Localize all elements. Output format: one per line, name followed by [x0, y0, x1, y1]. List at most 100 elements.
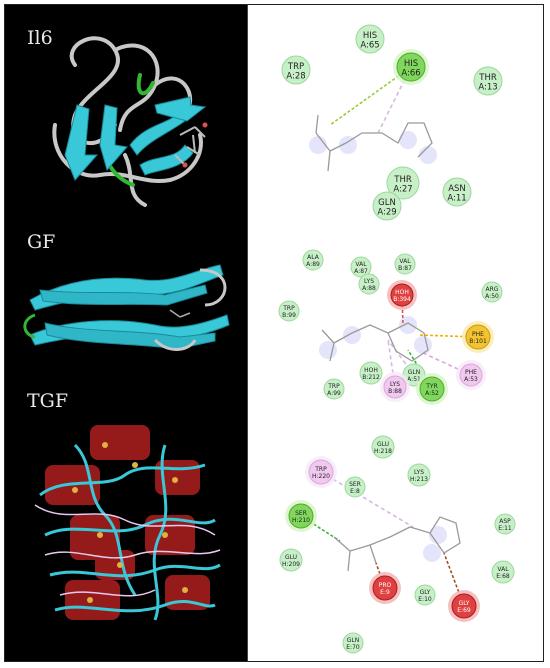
residue-node	[358, 273, 380, 295]
residue-node	[414, 584, 436, 606]
residue-name: LYS	[414, 469, 424, 476]
residue-id: A:28	[286, 72, 305, 82]
residue-id: B:394	[393, 296, 411, 303]
residue-name: GLN	[378, 198, 396, 208]
residue-node	[465, 324, 491, 350]
residue-node	[396, 52, 426, 82]
residue-id: A:66	[401, 69, 420, 79]
residue-name: GLN	[347, 637, 359, 644]
residue-name: ASP	[499, 518, 511, 525]
residue-name: SER	[295, 510, 307, 517]
residue-id: E:11	[498, 525, 512, 532]
ligand-atom-glow	[414, 336, 432, 354]
residue-id: A:51	[407, 376, 421, 383]
residue-id: A:89	[306, 261, 320, 268]
residue-name: HIS	[404, 59, 418, 69]
residue-name: GLU	[377, 441, 389, 448]
residue-node	[419, 376, 445, 402]
residue-node	[442, 177, 472, 207]
residue-id: E:68	[496, 573, 510, 580]
residue-node	[451, 593, 477, 619]
residue-node	[372, 575, 398, 601]
residue-node	[288, 503, 314, 529]
residue-id: A:88	[362, 285, 376, 292]
tgf-structure-image	[34, 425, 221, 621]
panel-label-il6: Il6	[27, 27, 53, 49]
il6-structure-image	[52, 36, 208, 207]
residue-name: GLN	[408, 369, 420, 376]
residue-id: B:101	[469, 338, 487, 345]
ligand-atom-glow	[309, 136, 327, 154]
ligand-atom-glow	[419, 146, 437, 164]
residue-name: GLY	[459, 600, 470, 607]
residue-name: TYR	[425, 383, 438, 390]
residue-node	[459, 363, 483, 387]
residue-node	[383, 375, 407, 399]
residue-id: E:9	[380, 589, 390, 596]
ligand-atom-glow	[343, 326, 361, 344]
residue-id: A:11	[447, 194, 466, 204]
residue-name: TRP	[327, 383, 340, 390]
residue-id: E:69	[457, 607, 471, 614]
residue-name: GLY	[420, 589, 431, 596]
residue-name: HOH	[395, 289, 409, 296]
ligand-structure	[333, 516, 461, 572]
ligand-structure	[321, 322, 429, 362]
residue-node	[279, 548, 303, 572]
residue-id: A:65	[360, 41, 379, 51]
residue-node	[491, 560, 515, 584]
residue-node	[350, 256, 372, 278]
residue-name: HOH	[364, 367, 378, 374]
residue-name: LYS	[390, 381, 400, 388]
residue-node	[481, 281, 503, 303]
residue-id: B:212	[362, 374, 380, 381]
interaction-bond	[377, 66, 412, 134]
residue-name: HIS	[363, 31, 377, 41]
residue-id: A:27	[393, 185, 412, 195]
residue-name: VAL	[355, 261, 367, 268]
residue-node	[371, 435, 395, 459]
residue-node	[372, 191, 402, 221]
residue-id: H:218	[374, 448, 392, 455]
residue-name: TRP	[314, 466, 327, 473]
residue-name: THR	[478, 73, 497, 83]
structure-column: Il6 GF TGF	[5, 5, 245, 661]
ligand-atom-glow	[423, 544, 441, 562]
residue-id: E:10	[418, 596, 432, 603]
residue-name: GLU	[285, 554, 297, 561]
residue-name: TRP	[287, 62, 304, 72]
residue-name: ASN	[448, 184, 466, 194]
residue-id: A:52	[425, 390, 439, 397]
residue-node	[390, 283, 414, 307]
residue-name: LYS	[364, 278, 374, 285]
ligand-atom-glow	[399, 316, 417, 334]
gf-structure-image	[23, 264, 230, 351]
residue-name: THR	[393, 175, 412, 185]
residue-id: B:99	[282, 312, 296, 319]
residue-name: VAL	[399, 258, 411, 265]
interaction-bond	[375, 562, 386, 589]
residue-id: A:99	[327, 390, 341, 397]
residue-node	[359, 361, 383, 385]
